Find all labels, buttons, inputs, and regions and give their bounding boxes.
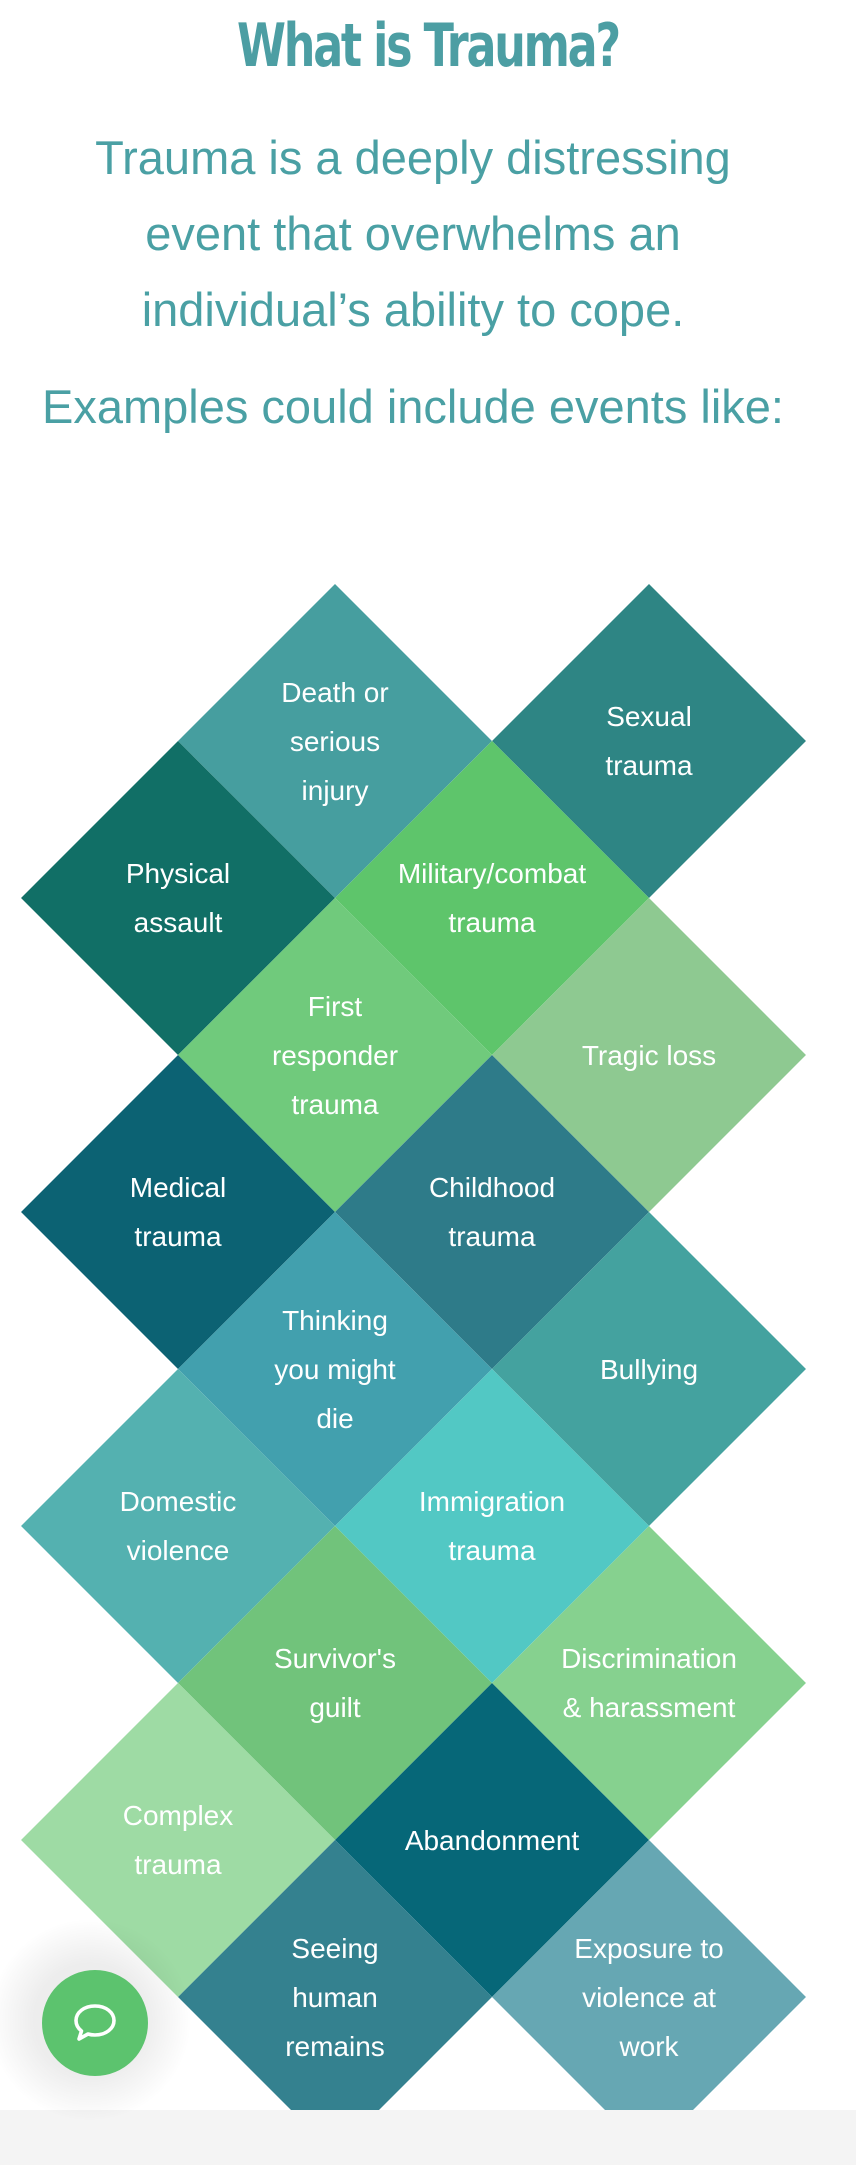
tile-label: Childhood trauma bbox=[428, 1172, 556, 1252]
tile-label: Sexual trauma bbox=[605, 701, 693, 781]
tile-tragic-loss: Tragic loss bbox=[492, 898, 806, 1212]
tile-label: Domestic violence bbox=[119, 1486, 237, 1566]
tile-survivors-guilt: Survivor's guilt bbox=[178, 1526, 492, 1840]
tile-label: Physical assault bbox=[125, 858, 231, 938]
tile-sexual-trauma: Sexual trauma bbox=[492, 584, 806, 898]
tile-death-or-serious-injury: Death or serious injury bbox=[178, 584, 492, 898]
tile-domestic-violence: Domestic violence bbox=[21, 1369, 335, 1683]
tile-abandonment: Abandonment bbox=[335, 1683, 649, 1997]
tile-label: Bullying bbox=[599, 1353, 699, 1385]
tile-label: Military/combat trauma bbox=[397, 858, 587, 938]
tile-label: Immigration trauma bbox=[418, 1486, 566, 1566]
tile-label: Exposure to violence at work bbox=[574, 1932, 724, 2062]
tile-label: Discrimination & harassment bbox=[561, 1643, 737, 1723]
tile-military-combat-trauma: Military/combat trauma bbox=[335, 741, 649, 1055]
tile-immigration-trauma: Immigration trauma bbox=[335, 1369, 649, 1683]
tile-first-responder-trauma: First responder trauma bbox=[178, 898, 492, 1212]
tile-seeing-human-remains: Seeing human remains bbox=[178, 1840, 492, 2154]
examples-heading: Examples could include events like: bbox=[42, 380, 784, 433]
tile-label: Tragic loss bbox=[581, 1039, 717, 1071]
chat-button[interactable] bbox=[42, 1970, 148, 2076]
tile-exposure-to-violence-at-work: Exposure to violence at work bbox=[492, 1840, 806, 2154]
intro-text: Trauma is a deeply distressing event tha… bbox=[95, 131, 731, 336]
tile-label: Complex trauma bbox=[122, 1800, 234, 1880]
tile-label: Thinking you might die bbox=[274, 1304, 396, 1434]
bottom-bar-background bbox=[0, 2110, 856, 2165]
tile-label: Survivor's guilt bbox=[273, 1643, 397, 1723]
tile-label: Abandonment bbox=[404, 1824, 580, 1856]
tile-bullying: Bullying bbox=[492, 1212, 806, 1526]
tile-label: First responder trauma bbox=[271, 990, 399, 1120]
tile-medical-trauma: Medical trauma bbox=[21, 1055, 335, 1369]
tile-label: Death or serious injury bbox=[281, 676, 389, 806]
chat-bubble-icon bbox=[74, 2004, 116, 2041]
tile-label: Medical trauma bbox=[129, 1172, 227, 1252]
page-title: What is Trauma? bbox=[237, 11, 621, 81]
tile-discrimination-harassment: Discrimination & harassment bbox=[492, 1526, 806, 1840]
tile-label: Seeing human remains bbox=[285, 1932, 385, 2062]
tile-complex-trauma: Complex trauma bbox=[21, 1683, 335, 1997]
tile-childhood-trauma: Childhood trauma bbox=[335, 1055, 649, 1369]
tile-thinking-you-might-die: Thinking you might die bbox=[178, 1212, 492, 1526]
tile-physical-assault: Physical assault bbox=[21, 741, 335, 1055]
